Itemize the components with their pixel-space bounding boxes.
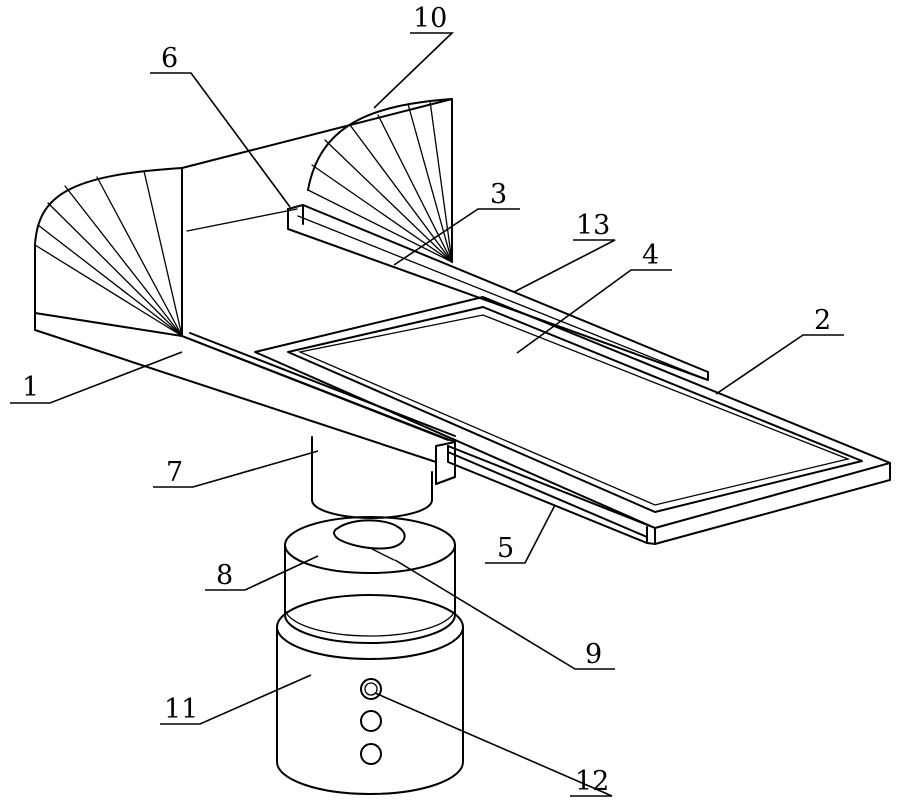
label-12: 12	[575, 766, 609, 797]
label-6: 6	[161, 43, 178, 74]
label-9: 9	[585, 639, 602, 670]
sliding-table	[255, 297, 890, 544]
middle-cylinder	[285, 517, 455, 615]
left-dome	[35, 168, 182, 336]
label-7: 7	[166, 457, 183, 488]
label-8: 8	[216, 560, 233, 591]
upper-cylinder	[312, 437, 432, 518]
main-housing	[35, 99, 708, 484]
label-13: 13	[576, 210, 610, 241]
label-11: 11	[164, 694, 198, 725]
label-3: 3	[490, 179, 507, 210]
label-4: 4	[642, 240, 659, 271]
control-buttons	[361, 679, 381, 764]
label-2: 2	[814, 305, 831, 336]
label-1: 1	[22, 372, 39, 403]
label-10: 10	[413, 3, 447, 34]
leader-lines	[10, 33, 844, 796]
label-5: 5	[497, 533, 514, 564]
